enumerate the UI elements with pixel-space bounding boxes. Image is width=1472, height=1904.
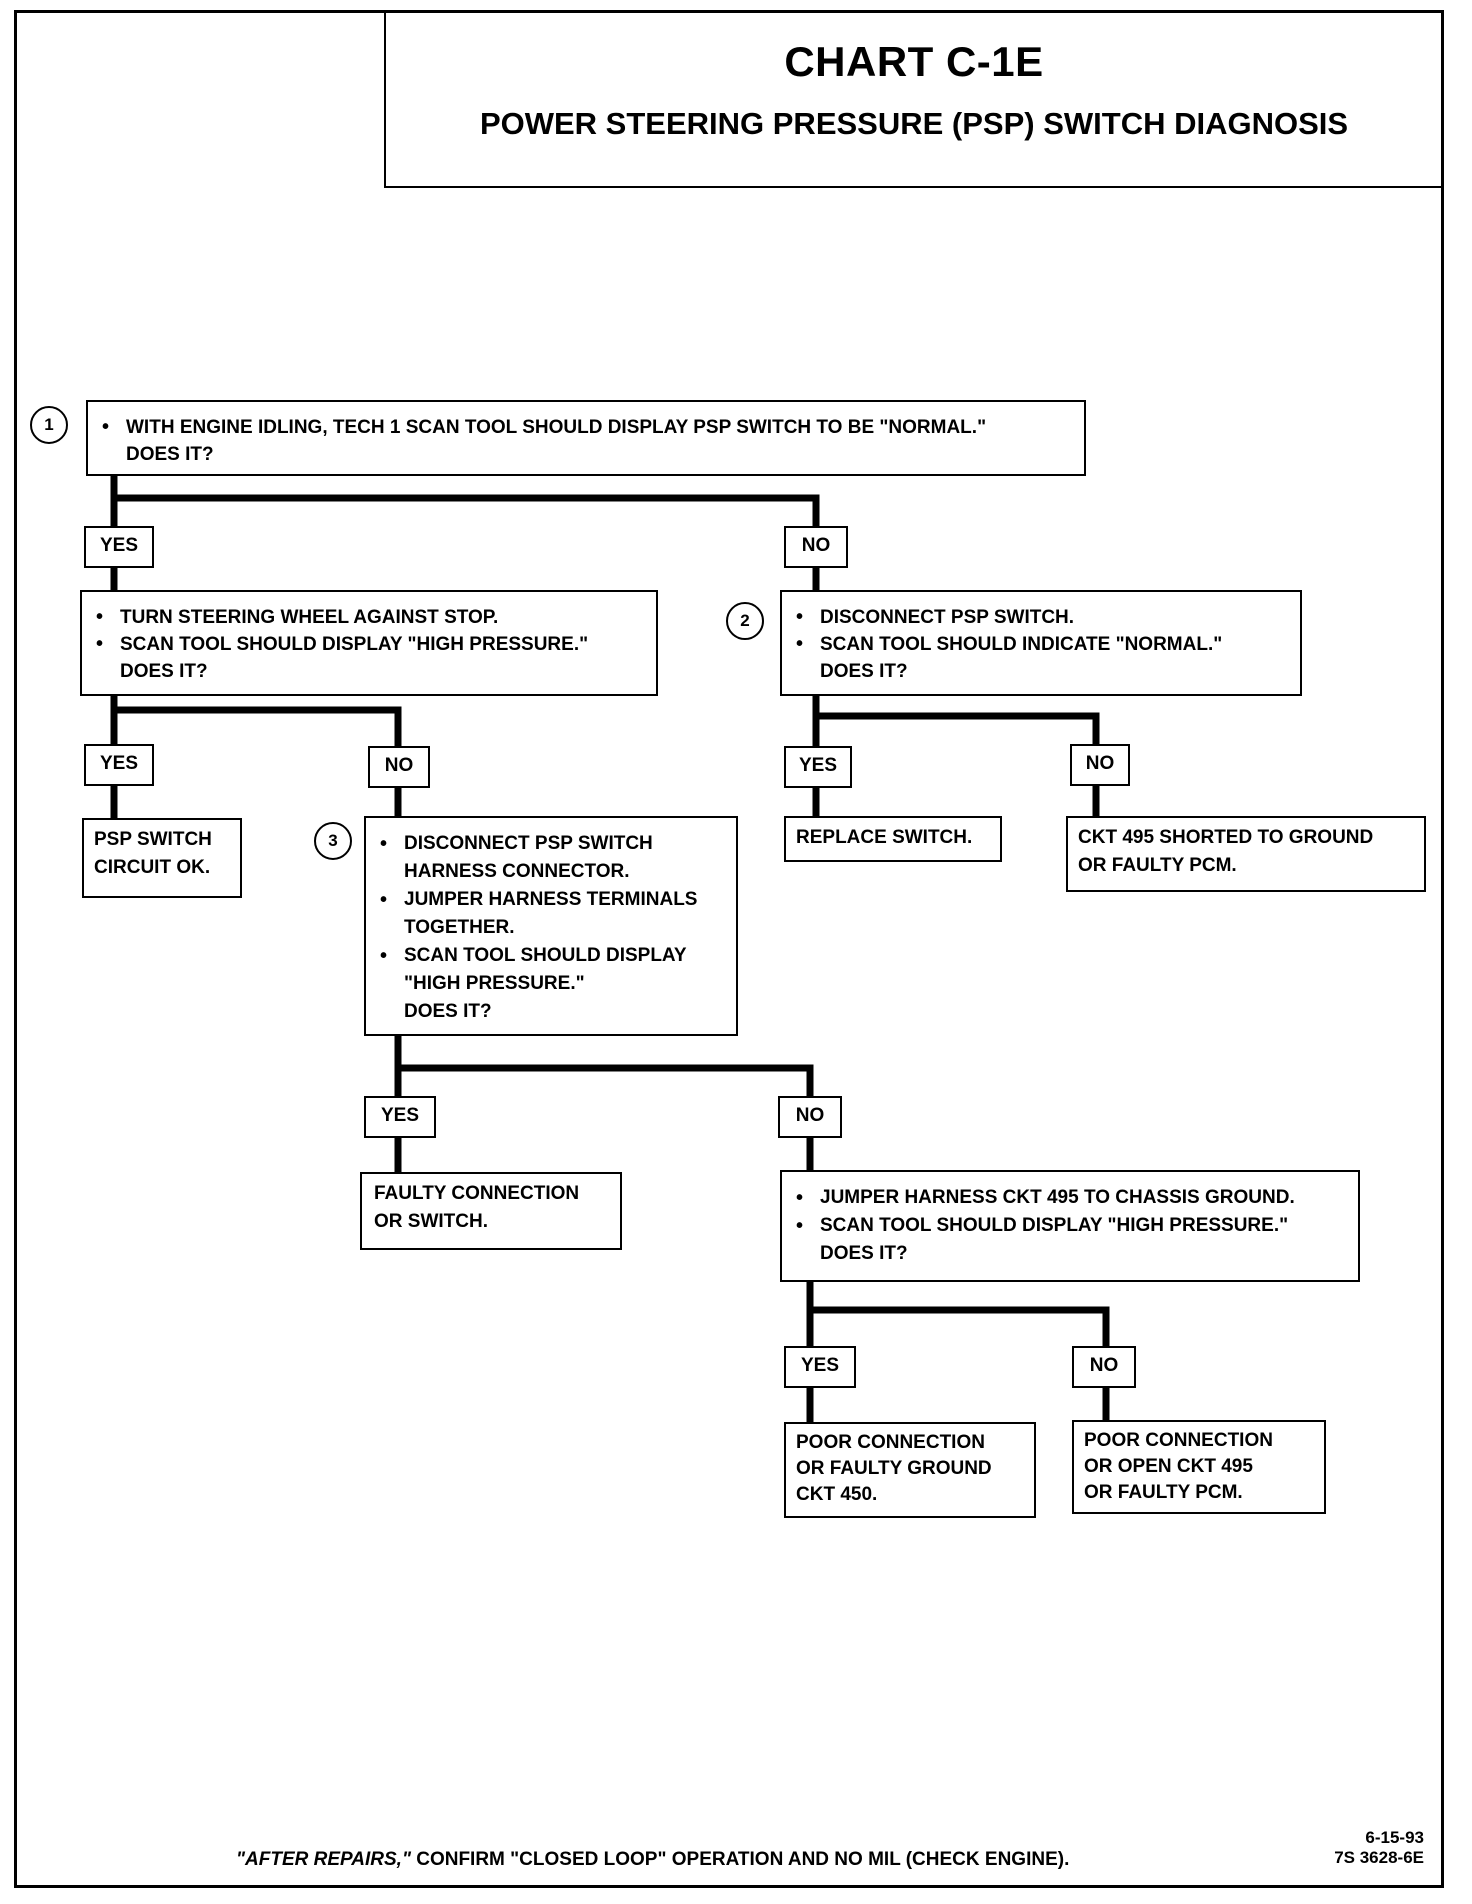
result-faulty-connection: FAULTY CONNECTION OR SWITCH.	[360, 1172, 622, 1250]
result-ckt495-shorted: CKT 495 SHORTED TO GROUND OR FAULTY PCM.	[1066, 816, 1426, 892]
result-circuit-ok-line-1: PSP SWITCH	[94, 829, 212, 850]
step-1-box: WITH ENGINE IDLING, TECH 1 SCAN TOOL SHO…	[86, 400, 1086, 476]
step-number-2: 2	[726, 602, 764, 640]
step-1-bullet: WITH ENGINE IDLING, TECH 1 SCAN TOOL SHO…	[96, 414, 1074, 441]
step-4-bullet-1: JUMPER HARNESS CKT 495 TO CHASSIS GROUND…	[790, 1184, 1348, 1212]
step-2-question: DOES IT?	[820, 661, 908, 682]
result-ckt495-shorted-line-2: OR FAULTY PCM.	[1078, 855, 1237, 876]
label-s4-yes: YES	[784, 1346, 856, 1388]
document-number: 7S 3628-6E	[1334, 1848, 1424, 1867]
step-3-question: DOES IT?	[404, 1001, 492, 1022]
step-number-1: 1	[30, 406, 68, 444]
step-steering-bullet-1: TURN STEERING WHEEL AGAINST STOP.	[90, 604, 646, 631]
step-3-box: DISCONNECT PSP SWITCH HARNESS CONNECTOR.…	[364, 816, 738, 1036]
step-steering-question: DOES IT?	[120, 661, 208, 682]
label-s1-yes: YES	[84, 526, 154, 568]
document-code: 6-15-93 7S 3628-6E	[1334, 1828, 1424, 1868]
label-s3-yes: YES	[364, 1096, 436, 1138]
step-steering-bullet-2: SCAN TOOL SHOULD DISPLAY "HIGH PRESSURE.…	[90, 631, 646, 658]
label-s1-no: NO	[784, 526, 848, 568]
step-number-3: 3	[314, 822, 352, 860]
document-date: 6-15-93	[1365, 1828, 1424, 1847]
step-1-question: DOES IT?	[126, 444, 214, 465]
result-faulty-ground-line-2: OR FAULTY GROUND	[796, 1458, 992, 1479]
label-s1y-no: NO	[368, 746, 430, 788]
result-open-ckt495-line-3: OR FAULTY PCM.	[1084, 1482, 1243, 1503]
step-3-bullet-2: JUMPER HARNESS TERMINALS TOGETHER.	[374, 886, 726, 942]
step-4-bullet-2: SCAN TOOL SHOULD DISPLAY "HIGH PRESSURE.…	[790, 1212, 1348, 1240]
connector-s4-no	[806, 1306, 1110, 1350]
step-2-bullet-2: SCAN TOOL SHOULD INDICATE "NORMAL."	[790, 631, 1290, 658]
step-steering-box: TURN STEERING WHEEL AGAINST STOP. SCAN T…	[80, 590, 658, 696]
label-s4-no: NO	[1072, 1346, 1136, 1388]
connector-s1y-no	[110, 706, 402, 748]
connector-s3-no	[394, 1064, 814, 1100]
step-4-box: JUMPER HARNESS CKT 495 TO CHASSIS GROUND…	[780, 1170, 1360, 1282]
step-3-bullet-3: SCAN TOOL SHOULD DISPLAY "HIGH PRESSURE.…	[374, 942, 726, 998]
step-3-bullet-1: DISCONNECT PSP SWITCH HARNESS CONNECTOR.	[374, 830, 726, 886]
page-frame	[14, 10, 1444, 1888]
result-replace-switch-line-1: REPLACE SWITCH.	[796, 827, 973, 848]
title-box	[384, 10, 1444, 188]
step-2-box: DISCONNECT PSP SWITCH. SCAN TOOL SHOULD …	[780, 590, 1302, 696]
step-4-question: DOES IT?	[820, 1243, 908, 1264]
label-s1y-yes: YES	[84, 744, 154, 786]
footer-note-emphasis: "AFTER REPAIRS,"	[236, 1849, 411, 1870]
label-s3-no: NO	[778, 1096, 842, 1138]
result-open-ckt495-line-1: POOR CONNECTION	[1084, 1430, 1273, 1451]
chart-subtitle: POWER STEERING PRESSURE (PSP) SWITCH DIA…	[479, 106, 1349, 141]
result-faulty-ground: POOR CONNECTION OR FAULTY GROUND CKT 450…	[784, 1422, 1036, 1518]
result-faulty-connection-line-2: OR SWITCH.	[374, 1211, 488, 1232]
result-ckt495-shorted-line-1: CKT 495 SHORTED TO GROUND	[1078, 827, 1374, 848]
result-faulty-connection-line-1: FAULTY CONNECTION	[374, 1183, 580, 1204]
footer-note: "AFTER REPAIRS," CONFIRM "CLOSED LOOP" O…	[236, 1849, 1069, 1871]
step-2-bullet-1: DISCONNECT PSP SWITCH.	[790, 604, 1290, 631]
result-open-ckt495-line-2: OR OPEN CKT 495	[1084, 1456, 1253, 1477]
label-s2-no: NO	[1070, 744, 1130, 786]
result-circuit-ok: PSP SWITCH CIRCUIT OK.	[82, 818, 242, 898]
label-s2-yes: YES	[784, 746, 852, 788]
result-replace-switch: REPLACE SWITCH.	[784, 816, 1002, 862]
connector-s2-no	[812, 712, 1100, 750]
result-circuit-ok-line-2: CIRCUIT OK.	[94, 857, 211, 878]
result-open-ckt495: POOR CONNECTION OR OPEN CKT 495 OR FAULT…	[1072, 1420, 1326, 1514]
result-faulty-ground-line-1: POOR CONNECTION	[796, 1432, 985, 1453]
chart-title: CHART C-1E	[784, 38, 1044, 85]
result-faulty-ground-line-3: CKT 450.	[796, 1484, 878, 1505]
connector-s1-no	[110, 494, 820, 532]
footer-note-text: CONFIRM "CLOSED LOOP" OPERATION AND NO M…	[410, 1849, 1070, 1870]
